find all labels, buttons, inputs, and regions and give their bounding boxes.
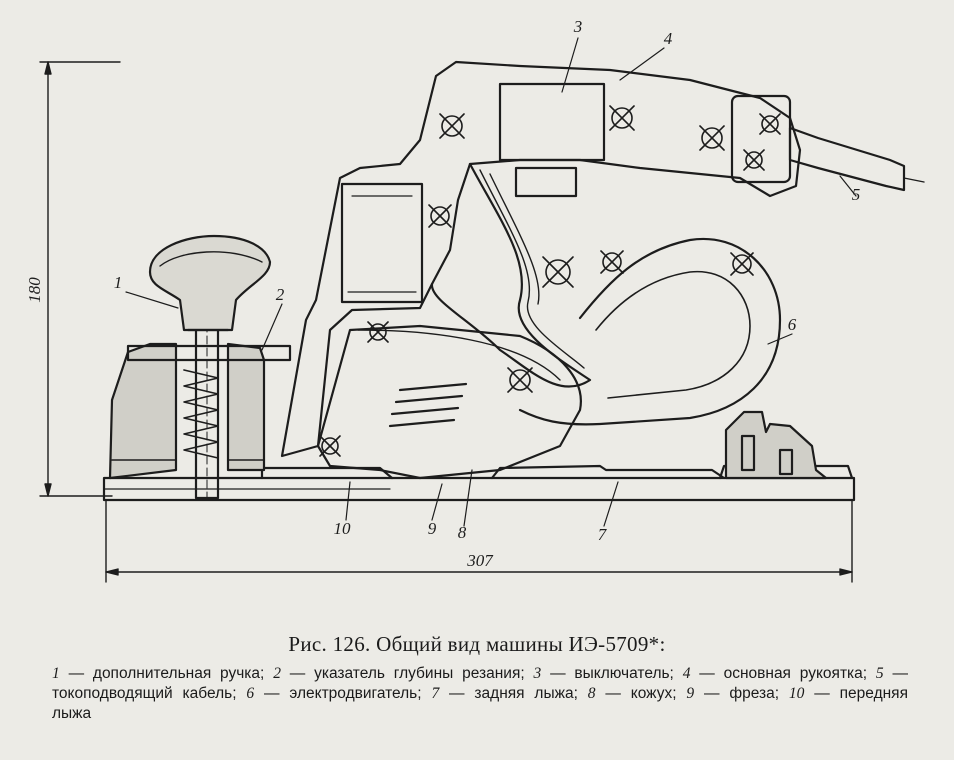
callout-4: 4 xyxy=(664,29,673,48)
motor-housing xyxy=(518,237,782,426)
legend-number: 4 xyxy=(682,665,691,682)
legend-number: 6 xyxy=(246,685,255,702)
length-dimension: 307 xyxy=(466,551,494,570)
rear-ski-mechanism xyxy=(724,410,828,480)
callout-1: 1 xyxy=(114,273,123,292)
callout-2: 2 xyxy=(276,285,285,304)
leader-lines xyxy=(125,37,857,527)
legend-number: 2 xyxy=(273,665,281,682)
cable-entry xyxy=(730,94,925,192)
machine-drawing: 180 307 1 2 3 4 5 6 7 8 9 10 xyxy=(25,17,925,583)
legend-text: — токоподводящий кабель; xyxy=(52,665,908,702)
callout-10: 10 xyxy=(334,519,352,538)
callout-7: 7 xyxy=(598,525,608,544)
legend-number: 1 xyxy=(52,665,60,682)
auxiliary-knob xyxy=(148,234,272,332)
cutter-guard xyxy=(316,324,582,480)
callout-9: 9 xyxy=(428,519,437,538)
legend-number: 8 xyxy=(587,685,596,702)
legend-text: — выключатель; xyxy=(541,665,674,682)
height-dimension: 180 xyxy=(25,277,44,303)
dimension-lines xyxy=(39,61,853,583)
legend-number: 9 xyxy=(686,685,695,702)
callout-3: 3 xyxy=(573,17,583,36)
legend-number: 3 xyxy=(533,665,542,682)
callout-5: 5 xyxy=(852,185,861,204)
legend-text: — основная рукоятка; xyxy=(690,665,868,682)
screw-heads xyxy=(319,105,781,457)
callout-6: 6 xyxy=(788,315,797,334)
figure-caption: Рис. 126. Общий вид машины ИЭ-5709*: xyxy=(288,632,666,656)
callout-8: 8 xyxy=(458,523,467,542)
legend-number: 7 xyxy=(431,685,440,702)
front-handle-housing xyxy=(108,310,292,500)
legend-text: — задняя лыжа; xyxy=(439,685,578,702)
legend-text: — указатель глубины резания; xyxy=(280,665,525,682)
legend-text: — электродвигатель; xyxy=(254,685,422,702)
main-body xyxy=(280,60,802,458)
callout-labels: 1 2 3 4 5 6 7 8 9 10 xyxy=(114,17,861,544)
legend-text: — кожух; xyxy=(595,685,677,702)
legend-text: — фреза; xyxy=(694,685,780,702)
legend-number: 5 xyxy=(875,665,884,682)
legend-number: 10 xyxy=(788,685,805,702)
figure-legend: 1 — дополнительная ручка; 2 — указатель … xyxy=(52,664,908,724)
legend-text: — передняя лыжа xyxy=(52,685,908,722)
legend-text: — дополнительная ручка; xyxy=(59,665,265,682)
